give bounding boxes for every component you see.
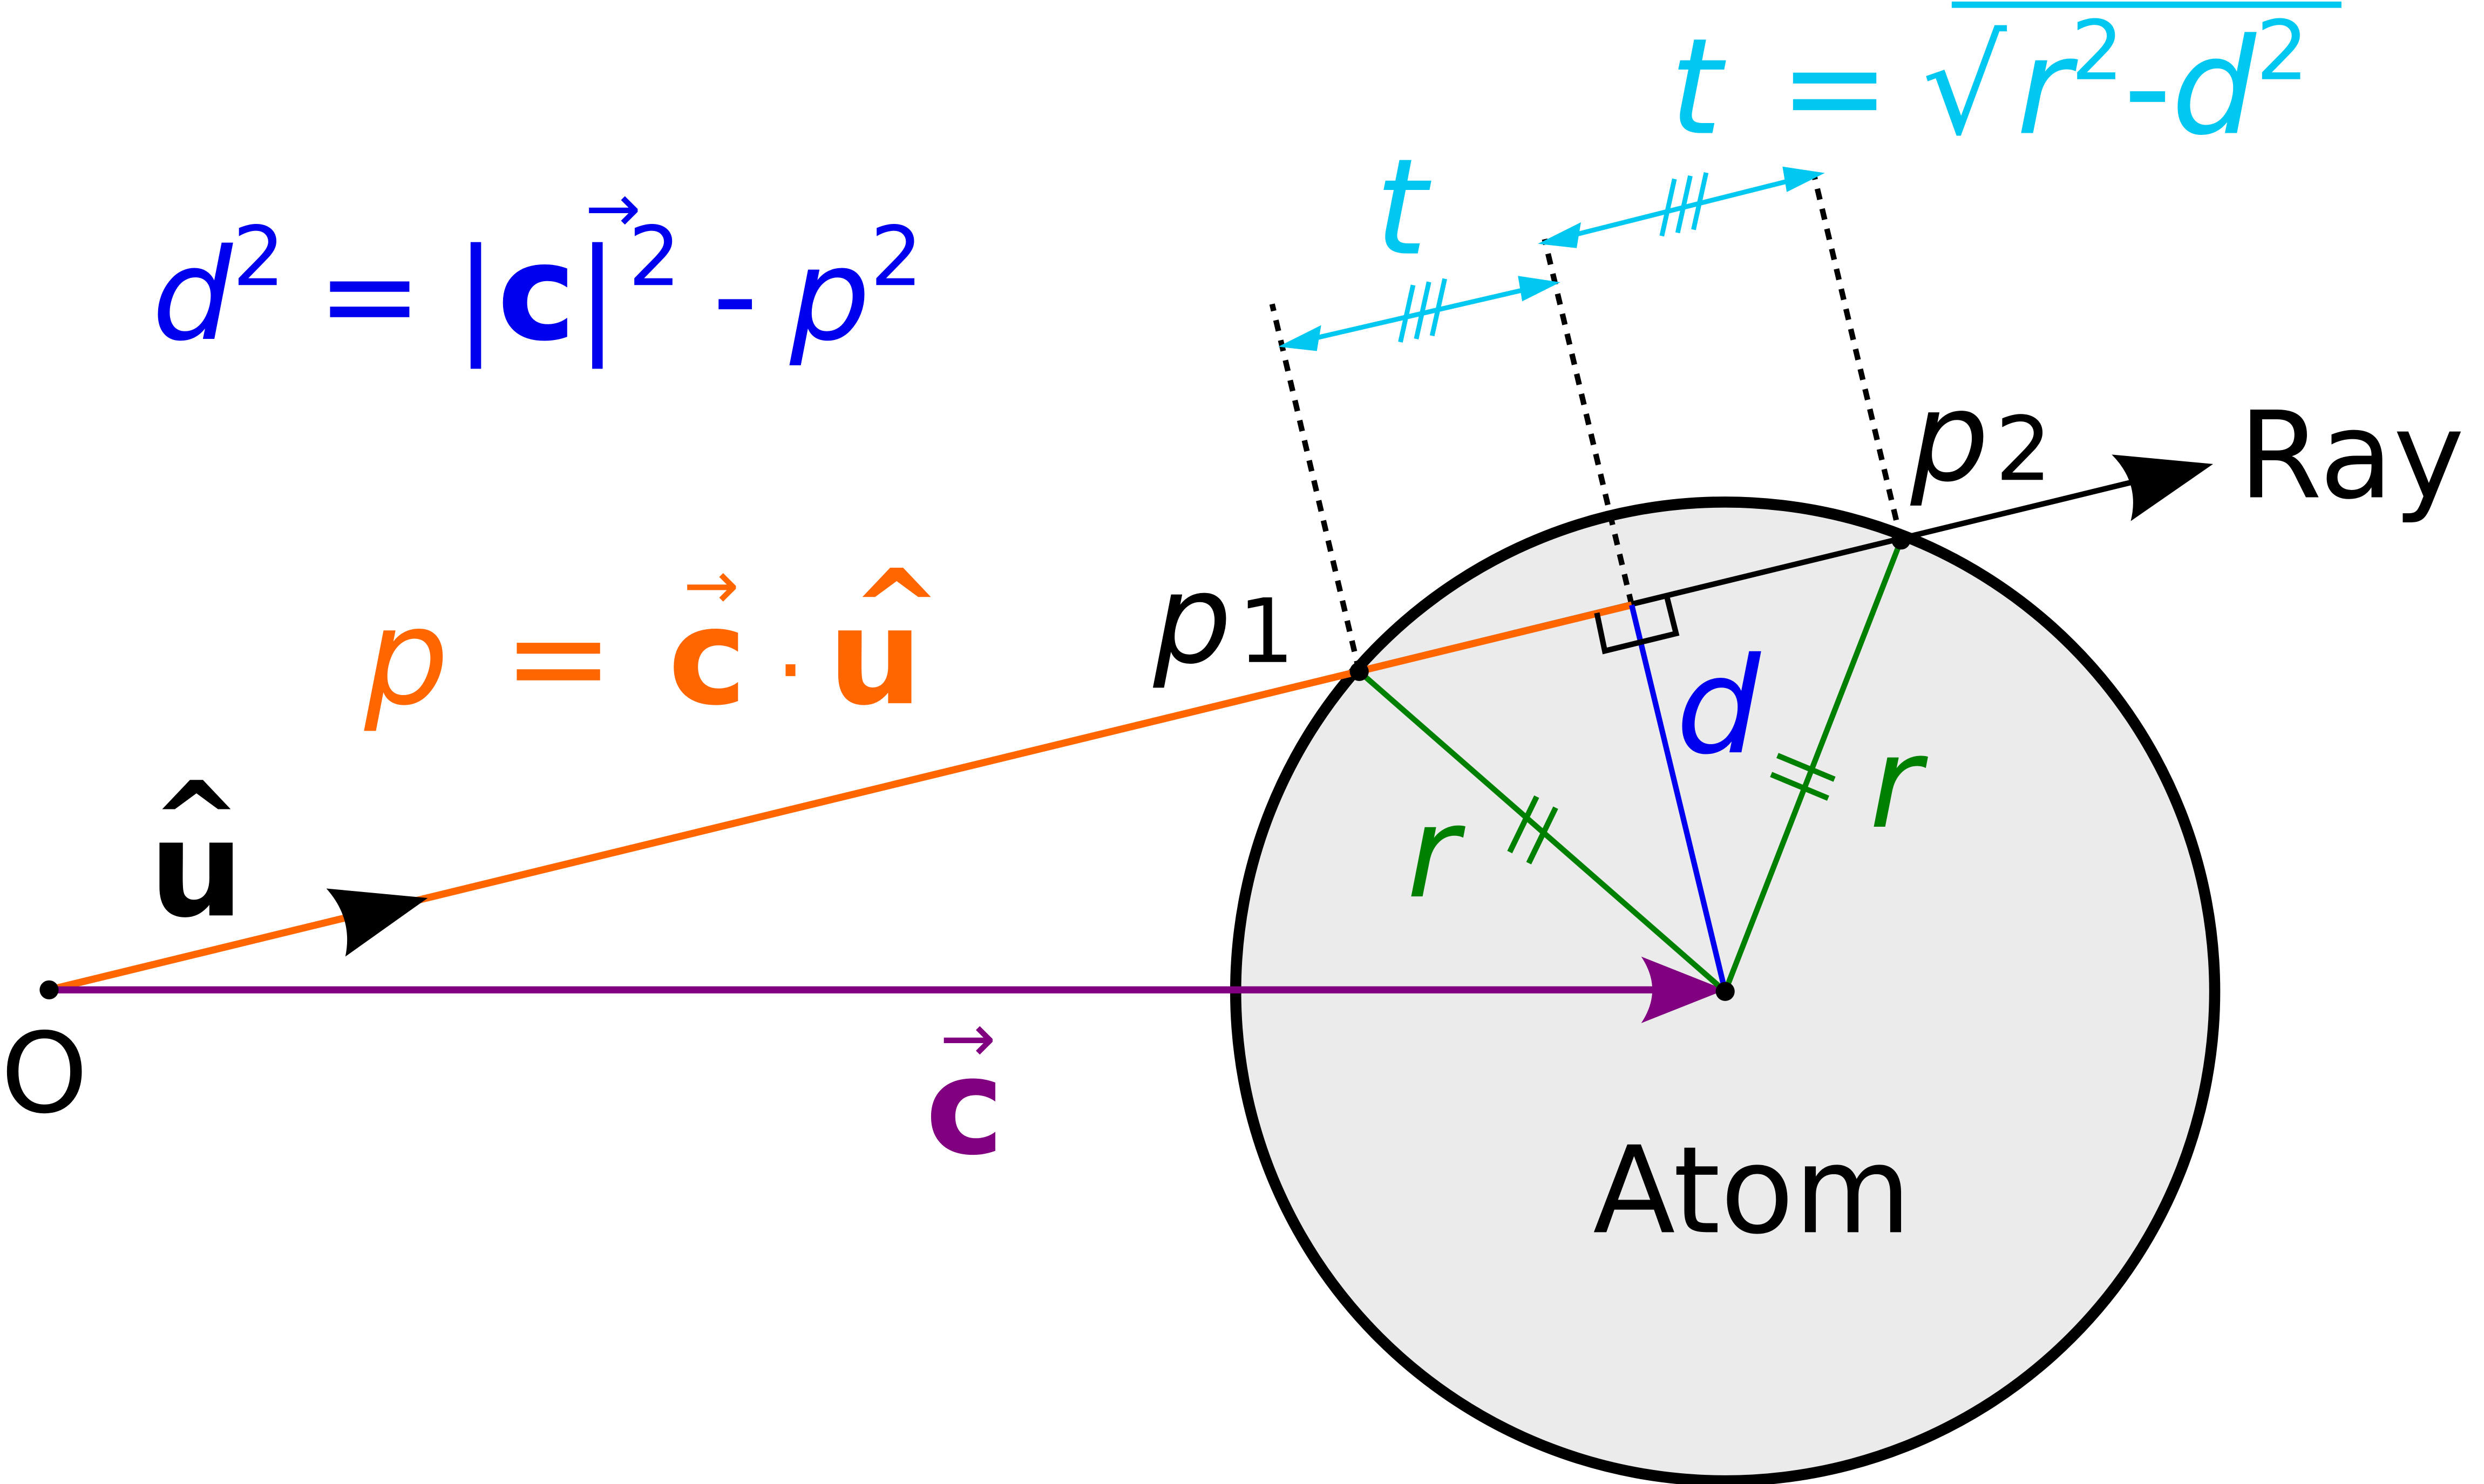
radius-ticks [1507,753,1836,864]
d-squared-equation: d2=|c|2-p2 → [152,170,923,371]
eq-t-minus: - [2123,10,2171,165]
eq-p-p: p [364,580,449,735]
t-equation: t=√r2-d2 [1669,1,2342,165]
eq-t-d: d [2171,10,2257,165]
ray-label: Ray [2238,386,2465,526]
t-dimensions [1278,166,1825,351]
c-arrow-mark: → [940,1000,996,1077]
eq-d-c-exp: 2 [628,208,681,304]
projection-line-p1 [1269,303,1362,672]
u-arrowhead [326,888,428,957]
eq-d-bar-close: | [576,222,619,369]
d-perpendicular [1629,604,1728,992]
svg-text:t=√r2-d2: t=√r2-d2 [1669,3,2308,165]
right-angle-marker [1594,595,1680,655]
t-arrowhead [1538,222,1581,248]
r-label-left: r [1407,779,1465,927]
eq-p-equals: = [503,580,614,735]
eq-p-u-hat: ^ [852,547,942,672]
t-tick [1675,175,1693,234]
eq-t-t: t [1669,10,1726,165]
c-vector-arrowhead [1641,956,1726,1023]
p2-label-sub: 2 [1996,397,2052,501]
c-label: c [925,1030,1004,1185]
t-tick [1659,178,1677,237]
eq-p-u: u [828,580,923,735]
radius-tick [1776,753,1836,782]
t-arrowhead [1518,276,1560,302]
eq-p-c-arrow: → [683,547,739,624]
atom-center-point [1715,982,1735,1001]
p1-label-sub: 1 [1238,580,1295,683]
t-tick [1429,278,1447,337]
r-label-right: r [1869,710,1928,857]
eq-d-minus: - [712,222,758,369]
ray-arrowhead [2112,454,2214,521]
eq-d: d [152,222,234,369]
p1-point [1349,662,1369,682]
p-equation: p = c ·u → ^ [364,547,942,735]
eq-d-p: p [789,222,870,369]
p2-point [1891,530,1911,550]
svg-text:d2=|c|2-p2: d2=|c|2-p2 [152,208,923,371]
radius-tick [1526,806,1558,864]
projection-line-foot [1542,238,1634,606]
p2-label-base: p [1910,365,1989,509]
eq-d-bar-open: | [454,222,497,369]
eq-p-c: c [668,580,747,735]
t-arrowhead [1278,325,1321,351]
u-hat-mark: ^ [151,759,241,884]
eq-d-equals: = [317,222,423,369]
eq-t-sqrt: √ [1922,10,2007,165]
projection-line-p2 [1811,173,1904,541]
t-dimension-line-1 [1290,282,1545,346]
eq-d-p-exp: 2 [870,208,922,304]
eq-d-c-arrow: → [585,170,641,247]
origin-label: O [1,1009,88,1138]
t-label: t [1375,131,1432,285]
t-dimension-line-2 [1550,173,1810,243]
p1-label-base: p [1153,548,1232,691]
atom-label: Atom [1593,1120,1911,1261]
projection-lines [1269,173,1904,672]
eq-t-d-exp: 2 [2256,3,2309,99]
radius-tick [1507,795,1539,854]
radius-line-p2 [1722,539,1904,993]
eq-d-c: c [497,216,576,371]
t-tick [1398,284,1416,343]
radius-tick [1770,772,1829,801]
svg-text:p=c·u: p = c ·u [364,580,922,735]
t-tick [1414,281,1431,340]
eq-p-dot: · [776,615,806,726]
eq-t-r: r [2017,10,2079,165]
d-label: d [1676,629,1761,784]
eq-d-exp: 2 [233,208,285,304]
t-arrowhead [1782,166,1825,192]
u-label: u [149,792,244,947]
origin-point [39,980,59,999]
eq-t-equals: = [1779,10,1891,165]
eq-t-r-exp: 2 [2071,3,2123,99]
t-tick [1691,172,1709,230]
